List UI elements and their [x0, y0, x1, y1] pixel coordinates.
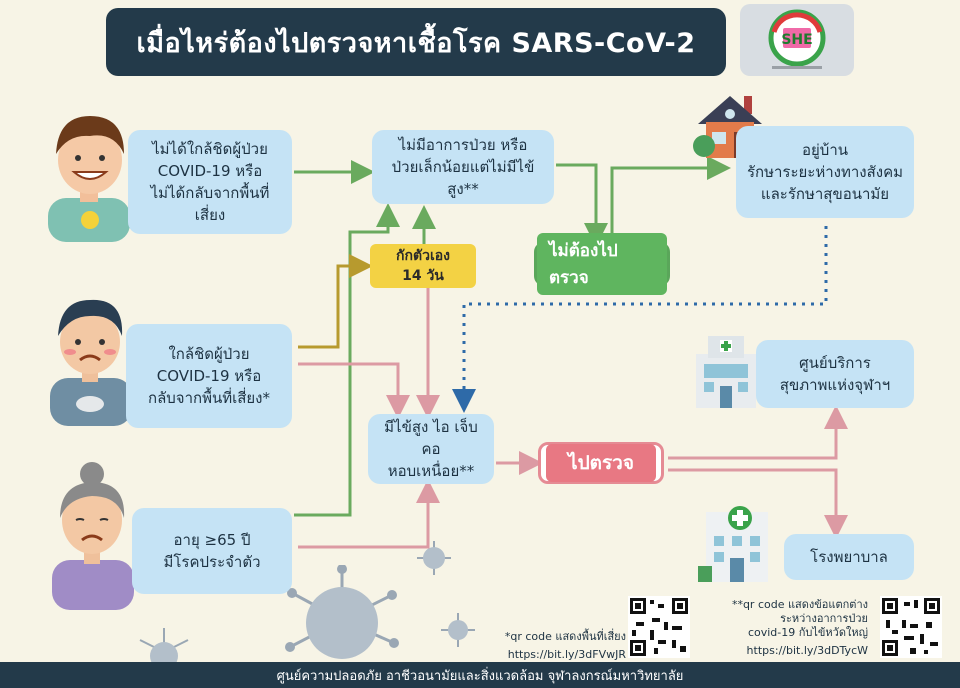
- symptom-line: มีไข้สูง ไอ เจ็บคอ: [384, 418, 478, 458]
- outcome-box-hospital: โรงพยาบาล: [784, 534, 914, 580]
- symptom-line: ไม่มีอาการป่วย หรือ: [398, 136, 528, 154]
- symptom-line: หอบเหนื่อย**: [387, 462, 475, 480]
- symptom-line: ป่วยเล็กน้อยแต่ไม่มีไข้สูง**: [391, 158, 535, 198]
- note-text: covid-19 กับไข้หวัดใหญ่: [747, 626, 868, 639]
- footer-text: ศูนย์ความปลอดภัย อาชีวอนามัยและสิ่งแวดล้…: [276, 668, 684, 684]
- quarantine-box: กักตัวเอง 14 วัน: [370, 244, 476, 288]
- outcome-line: สุขภาพแห่งจุฬาฯ: [779, 376, 891, 394]
- virus-icon: [441, 613, 475, 647]
- page-title: เมื่อไหร่ต้องไปตรวจหาเชื้อโรค SARS-CoV-2: [136, 27, 696, 59]
- outcome-line: ศูนย์บริการ: [799, 354, 871, 372]
- person-box-line: กลับจากพื้นที่เสี่ยง*: [147, 389, 270, 407]
- virus-icon: [139, 628, 189, 666]
- go-test-button: ไปตรวจ: [538, 442, 664, 484]
- person-box-risk: ใกล้ชิดผู้ป่วย COVID-19 หรือ กลับจากพื้น…: [126, 324, 292, 428]
- person-box-elderly: อายุ ≥65 ปี มีโรคประจำตัว: [132, 508, 292, 594]
- person-box-line: COVID-19 หรือ: [156, 367, 262, 385]
- note-text: *qr code แสดงพื้นที่เสี่ยง: [504, 630, 626, 643]
- outcome-box-center: ศูนย์บริการ สุขภาพแห่งจุฬาฯ: [756, 340, 914, 408]
- person-box-line: อายุ ≥65 ปี: [173, 531, 251, 549]
- outcome-line: อยู่บ้าน: [802, 141, 848, 159]
- logo-text: SHE: [781, 32, 812, 48]
- symptom-box-mild: ไม่มีอาการป่วย หรือ ป่วยเล็กน้อยแต่ไม่มี…: [372, 130, 554, 204]
- person-box-line: ใกล้ชิดผู้ป่วย: [168, 345, 250, 363]
- outcome-line: รักษาระยะห่างทางสังคม: [746, 163, 904, 181]
- quarantine-line: กักตัวเอง: [396, 248, 450, 264]
- note-url: https://bit.ly/3dFVwJR: [507, 648, 626, 661]
- right-qr-note: **qr code แสดงข้อแตกต่าง ระหว่างอาการป่ว…: [716, 598, 868, 658]
- outcome-line: และรักษาสุขอนามัย: [760, 185, 890, 203]
- bush-icon: [693, 135, 715, 157]
- no-test-button: ไม่ต้องไปตรวจ: [534, 233, 670, 295]
- happy-man-icon: [48, 116, 130, 242]
- clinic-icon: [696, 336, 756, 408]
- note-text: ระหว่างอาการป่วย: [780, 612, 868, 625]
- footer-bar: ศูนย์ความปลอดภัย อาชีวอนามัยและสิ่งแวดล้…: [0, 662, 960, 688]
- she-logo-icon: SHE: [768, 9, 826, 69]
- worried-man-icon: [50, 299, 132, 426]
- outcome-box-home: อยู่บ้าน รักษาระยะห่างทางสังคม และรักษาส…: [736, 126, 914, 218]
- person-box-line: COVID-19 หรือ: [157, 162, 263, 180]
- elderly-woman-icon: [52, 462, 134, 610]
- person-box-line: มีโรคประจำตัว: [163, 553, 261, 571]
- left-qr-note: *qr code แสดงพื้นที่เสี่ยง https://bit.l…: [480, 630, 626, 662]
- person-box-line: ไม่ได้กลับจากพื้นที่เสี่ยง: [150, 184, 270, 224]
- person-box-line: ไม่ได้ใกล้ชิดผู้ป่วย: [152, 140, 268, 158]
- qr-code-icon: [628, 596, 690, 658]
- go-test-label: ไปตรวจ: [546, 444, 656, 482]
- quarantine-line: 14 วัน: [402, 268, 444, 284]
- note-url: https://bit.ly/3dDTycW: [746, 644, 868, 657]
- qr-code-icon: [880, 596, 942, 658]
- logo-box: SHE: [740, 4, 854, 76]
- outcome-line: โรงพยาบาล: [810, 548, 888, 566]
- person-box-no-risk: ไม่ได้ใกล้ชิดผู้ป่วย COVID-19 หรือ ไม่ได…: [128, 130, 292, 234]
- note-text: **qr code แสดงข้อแตกต่าง: [731, 598, 868, 611]
- hospital-icon: [698, 506, 768, 582]
- symptom-box-fever: มีไข้สูง ไอ เจ็บคอ หอบเหนื่อย**: [368, 414, 494, 484]
- virus-icon: [285, 565, 399, 659]
- title-banner: เมื่อไหร่ต้องไปตรวจหาเชื้อโรค SARS-CoV-2: [106, 8, 726, 76]
- no-test-label: ไม่ต้องไปตรวจ: [537, 233, 667, 295]
- virus-icon: [417, 541, 451, 575]
